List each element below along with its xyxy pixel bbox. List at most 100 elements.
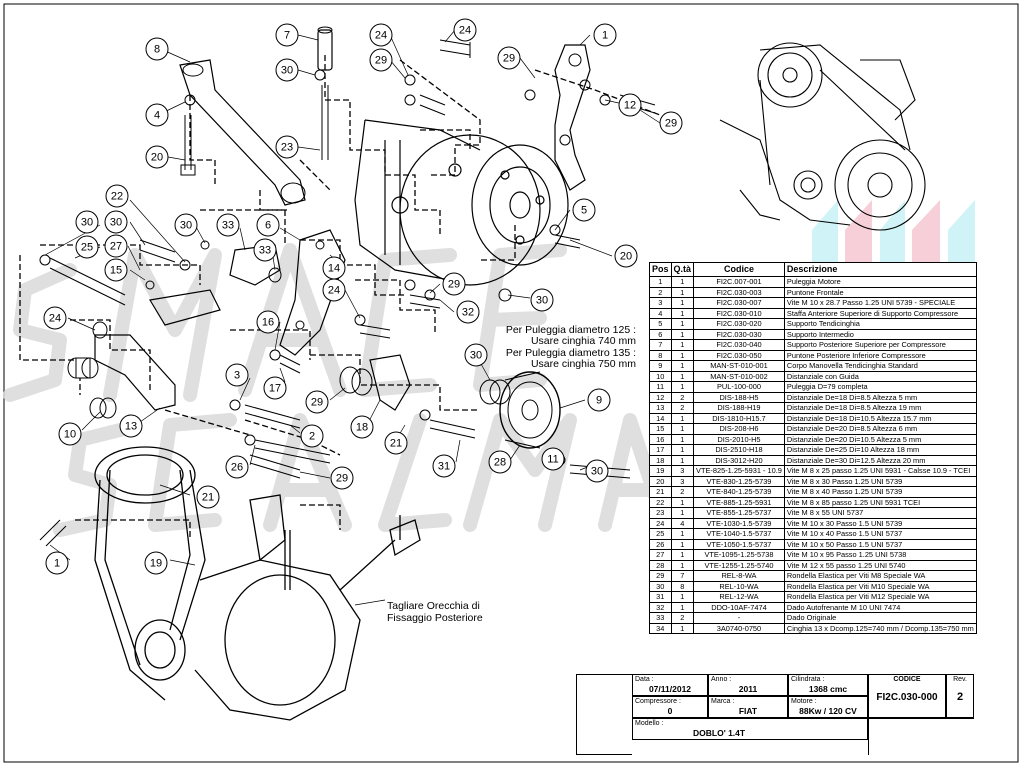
row-pos: 12 bbox=[649, 391, 672, 403]
leader-lines bbox=[44, 29, 661, 566]
parts-table-header: Pos Q.tà Codice Descrizione bbox=[649, 262, 977, 277]
tb-rev-cell: Rev. 2 bbox=[946, 674, 974, 718]
callout-balloon bbox=[384, 431, 408, 455]
tb-motore-cell: Motore : 88Kw / 120 CV bbox=[788, 696, 868, 718]
callout-balloon bbox=[263, 376, 287, 400]
row-qty: 1 bbox=[670, 622, 695, 634]
row-description: Vite M 8 x 40 Passo 1.25 UNI 5739 bbox=[783, 486, 977, 498]
callout-number: 26 bbox=[231, 462, 243, 474]
row-pos: 5 bbox=[649, 318, 672, 330]
tb-cilindrata-cell: Cilindrata : 1368 cmc bbox=[788, 674, 868, 696]
tb-compressore-cell: Compressore : 0 bbox=[632, 696, 708, 718]
row-qty: 7 bbox=[670, 570, 695, 582]
row-description: Cinghia 13 x Dcomp.125=740 mm / Dcomp.13… bbox=[783, 622, 977, 634]
row-pos: 30 bbox=[649, 580, 672, 592]
tb-codice-cell: CODICE FI2C.030-000 bbox=[868, 674, 946, 718]
pulley-note-line-3: Per Puleggia diametro 135 : bbox=[506, 347, 636, 359]
row-pos: 26 bbox=[649, 538, 672, 550]
row-code: DIS-2010-H5 bbox=[693, 433, 785, 445]
row-description: Distanziale De=30 Di=12.5 Altezza 20 mm bbox=[783, 454, 977, 466]
pulley-note-line-2: Usare cinghia 740 mm bbox=[531, 335, 636, 347]
row-code: FI2C.030-030 bbox=[693, 328, 785, 340]
callout-balloon bbox=[275, 23, 299, 47]
callout-number: 30 bbox=[110, 217, 122, 229]
row-code: DIS-188-H19 bbox=[693, 402, 785, 414]
row-qty: 8 bbox=[670, 580, 695, 592]
row-pos: 7 bbox=[649, 339, 672, 351]
row-qty: 1 bbox=[670, 423, 695, 435]
row-code: VTE-1255-1.25-5740 bbox=[693, 559, 785, 571]
row-pos: 16 bbox=[649, 433, 672, 445]
row-pos: 18 bbox=[649, 454, 672, 466]
row-description: Puntone Posteriore Inferiore Compressore bbox=[783, 349, 977, 361]
callout-balloon bbox=[104, 210, 128, 234]
row-description: Puntone Frontale bbox=[783, 286, 977, 298]
row-qty: 1 bbox=[670, 297, 695, 309]
callout-number: 27 bbox=[110, 241, 122, 253]
row-code: DIS-188-H5 bbox=[693, 391, 785, 403]
callout-number: 20 bbox=[151, 152, 163, 164]
row-code: VTE-855-1.25-5737 bbox=[693, 507, 785, 519]
callout-number: 9 bbox=[596, 395, 602, 407]
callout-number: 8 bbox=[154, 44, 160, 56]
row-qty: 1 bbox=[670, 454, 695, 466]
callout-number: 29 bbox=[311, 397, 323, 409]
row-pos: 13 bbox=[649, 402, 672, 414]
callout-balloon bbox=[541, 447, 565, 471]
callout-balloon bbox=[369, 48, 393, 72]
row-qty: 1 bbox=[670, 601, 695, 613]
callout-balloon bbox=[350, 415, 374, 439]
row-pos: 20 bbox=[649, 475, 672, 487]
row-description: Supporto Intermedio bbox=[783, 328, 977, 340]
callout-balloon bbox=[464, 343, 488, 367]
row-description: Supporto Tendicinghia bbox=[783, 318, 977, 330]
row-code: VTE-1050-1.5-5737 bbox=[693, 538, 785, 550]
row-code: MAN-ST-010-002 bbox=[693, 370, 785, 382]
row-qty: 3 bbox=[670, 465, 695, 477]
row-code: VTE-885-1.25-5931 bbox=[693, 496, 785, 508]
callout-number: 30 bbox=[536, 295, 548, 307]
tb-compressore-label: Compressore : bbox=[635, 698, 681, 705]
row-pos: 2 bbox=[649, 286, 672, 298]
tb-rev-value: 2 bbox=[956, 691, 964, 703]
callout-number: 23 bbox=[281, 142, 293, 154]
row-qty: 1 bbox=[670, 538, 695, 550]
callout-number: 6 bbox=[265, 220, 271, 232]
row-pos: 6 bbox=[649, 328, 672, 340]
row-pos: 25 bbox=[649, 528, 672, 540]
callout-balloon bbox=[144, 551, 168, 575]
callout-balloon bbox=[75, 210, 99, 234]
row-description: Distanziale De=18 Di=8.5 Altezza 19 mm bbox=[783, 402, 977, 414]
row-description: Puleggia Motore bbox=[783, 276, 977, 288]
callout-number: 10 bbox=[64, 429, 76, 441]
callout-balloon bbox=[497, 46, 521, 70]
tb-right-blank bbox=[868, 718, 974, 755]
row-code: DIS-3012-H20 bbox=[693, 454, 785, 466]
callout-balloon bbox=[618, 93, 642, 117]
callout-balloon bbox=[305, 390, 329, 414]
callout-number: 18 bbox=[356, 422, 368, 434]
tb-motore-label: Motore : bbox=[791, 698, 817, 705]
pulley-note-line-1: Per Puleggia diametro 125 : bbox=[506, 324, 636, 336]
row-code: FI2C.007-001 bbox=[693, 276, 785, 288]
row-code: DIS-1810-H15.7 bbox=[693, 412, 785, 424]
tb-codice-label: CODICE bbox=[893, 676, 921, 683]
row-qty: 1 bbox=[670, 496, 695, 508]
callout-number: 29 bbox=[375, 55, 387, 67]
callout-balloon bbox=[119, 414, 143, 438]
callout-balloon bbox=[145, 37, 169, 61]
row-description: Puleggia D=79 completa bbox=[783, 381, 977, 393]
row-pos: 17 bbox=[649, 444, 672, 456]
callout-number: 33 bbox=[222, 220, 234, 232]
